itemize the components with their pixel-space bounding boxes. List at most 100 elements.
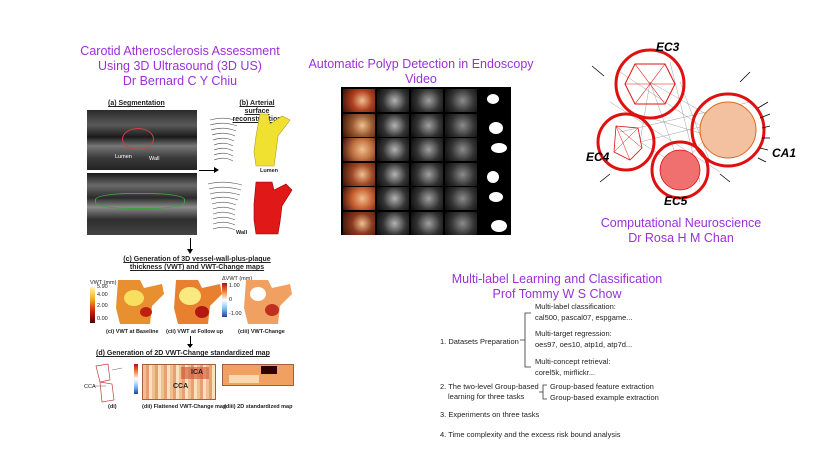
polyp-frame-cell [411,89,443,112]
polyp-image-grid [341,87,511,235]
ml-sub1-title: Multi-label classification: [535,302,616,311]
lumen-surface [253,113,291,167]
vwt-top: 5.90 [97,284,108,290]
arrow-right-icon [199,170,217,171]
arrow-down-icon-2 [190,336,191,345]
polyp-frame-cell [343,138,375,161]
polyp-mask-blob [489,192,503,202]
label-ec5: EC5 [664,194,688,208]
ml-bracket-1 [520,312,531,368]
ultrasound-image-top: Lumen Wall [87,110,197,170]
cii-caption: (cii) VWT at Follow up [166,329,224,335]
polyp-frame-cell [479,113,511,137]
ml-sub3-title: Multi-concept retrieval: [535,357,611,366]
wall-text: Wall [149,156,160,162]
diii-caption: (diii) 2D standardized map [224,404,293,410]
ml-item1: 1. Datasets Preparation [440,337,519,346]
di-caption: (di) [108,404,117,410]
arrow-right-head [214,167,219,173]
ml-item2-line2: learning for three tasks [448,392,525,401]
wall-mesh-wireframe [207,181,243,231]
ec3-circle [614,48,686,120]
polyp-mask-blob [491,143,507,153]
panel-c-line1: (c) Generation of 3D vessel-wall-plus-pl… [123,256,271,263]
b-lumen-label: Lumen [260,168,279,174]
polyp-frame-cell [479,89,511,112]
polyp-mask-blob [487,94,499,104]
polyp-frame-cell [411,211,443,235]
arrow-down-icon [190,238,191,250]
ml-bracket-2 [539,384,547,400]
polyp-frame-cell [479,162,511,186]
cca-side-label: CCA [84,384,96,390]
polyp-frame-cell [445,89,477,112]
diii-standardized-map [222,364,294,386]
polyp-frame-cell [479,187,511,210]
wall-surface [253,181,293,235]
dii-caption: (dii) Flattened VWT-Change map [142,404,227,410]
dvwt-max: 1.00 [229,283,240,289]
polyp-frame-cell [411,113,443,137]
polyp-frame-cell [343,162,375,186]
polyp-frame-cell [343,113,375,137]
arrow-down-head-2 [187,344,193,348]
b-wall-label: Wall [236,230,248,236]
label-ca1: CA1 [772,146,797,160]
ci-caption: (ci) VWT at Baseline [106,329,159,335]
panel-c-label: (c) Generation of 3D vessel-wall-plus-pl… [112,256,282,272]
ica-label: ICA [191,369,204,376]
neuro-title-line: Computational Neuroscience [600,216,762,230]
polyp-title-line: Automatic Polyp Detection in Endoscopy V… [308,57,534,86]
polyp-frame-cell [445,187,477,210]
polyp-frame-cell [411,162,443,186]
carotid-title-line1: Carotid Atherosclerosis Assessment [80,44,280,58]
label-ec3: EC3 [656,40,680,54]
vwt-mid: 2.00 [97,303,108,309]
di-diagram [94,363,123,403]
ml-sub3-text: corel5k, mirflickr... [535,368,596,377]
dvwt-unit: ΔVWT (mm) [222,276,253,282]
vwt-followup-map [174,280,222,324]
vwt-max: 4.00 [97,292,108,298]
ultrasound-image-bottom [87,173,197,235]
polyp-frame-cell [411,138,443,161]
ml-item2: 2. The two-level Group-based learning fo… [440,382,539,402]
ca1-circle [690,92,766,168]
vwt-change-map [244,280,292,324]
ml-sub4: Group-based feature extraction [550,382,654,391]
ec4-circle [596,112,656,172]
multilabel-title: Multi-label Learning and Classification … [437,272,677,302]
vwt-unit: VWT (mm) [90,280,117,286]
polyp-frame-cell [377,89,409,112]
polyp-frame-cell [343,211,375,235]
ml-item3: 3. Experiments on three tasks [440,410,540,419]
polyp-frame-cell [445,113,477,137]
dvwt-colorbar [222,283,227,317]
ml-sub1-text: cal500, pascal07, espgame... [535,313,633,322]
dvwt-min: -1.00 [229,311,242,317]
ml-sub5: Group-based example extraction [550,393,659,402]
polyp-frame-cell [343,89,375,112]
vwt-min: 0.00 [97,316,108,322]
vwt-colorbar [90,287,95,323]
vessel-outline [122,128,154,150]
polyp-frame-cell [377,162,409,186]
panel-a-label: (a) Segmentation [108,100,165,107]
polyp-frame-cell [445,211,477,235]
ml-item4: 4. Time complexity and the excess risk b… [440,430,621,439]
dvwt-zero: 0 [229,297,233,303]
neuro-author: Dr Rosa H M Chan [628,231,734,245]
polyp-frame-cell [479,138,511,161]
ciii-caption: (ciii) VWT-Change [238,329,285,335]
ml-sub2-text: oes97, oes10, atp1d, atp7d... [535,340,633,349]
ec5-circle [650,140,710,200]
polyp-frame-cell [377,113,409,137]
ml-item2-line1: 2. The two-level Group-based [440,382,539,391]
polyp-frame-cell [343,187,375,210]
arrow-down-head [187,249,193,254]
polyp-mask-blob [487,170,499,183]
lumen-text: Lumen [115,154,132,160]
dii-flattened-map: ICA CCA [142,364,216,400]
neuro-network-diagram [591,48,771,200]
label-ec4: EC4 [586,150,610,164]
